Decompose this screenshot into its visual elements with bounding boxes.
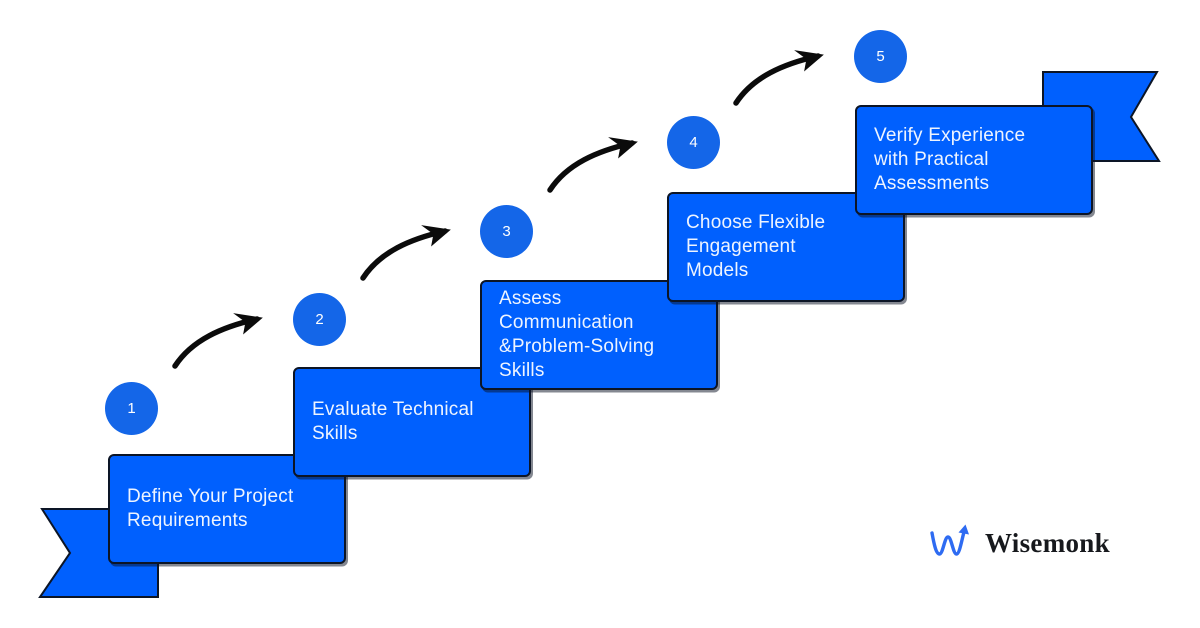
step-label-2: Evaluate Technical Skills (312, 399, 474, 444)
wisemonk-logo-text: Wisemonk (985, 527, 1110, 558)
wisemonk-logo: Wisemonk (928, 524, 1110, 562)
step-box-1: Define Your Project Requirements (108, 454, 346, 564)
step-box-5: Verify Experience with Practical Assessm… (855, 105, 1093, 215)
step-number-5: 5 (876, 48, 885, 65)
step-number-3: 3 (502, 223, 511, 240)
step-label-4: Choose Flexible Engagement Models (686, 212, 826, 281)
wisemonk-logo-icon (930, 524, 969, 556)
step-circle-3: 3 (480, 205, 533, 258)
step-circle-5: 5 (854, 30, 907, 83)
curved-arrow-2-3 (360, 225, 451, 281)
curved-arrow-3-4 (547, 137, 638, 193)
step-label-1: Define Your Project Requirements (127, 486, 294, 531)
step-label-3: Assess Communication &Problem-Solving Sk… (499, 288, 655, 381)
step-circle-1: 1 (105, 382, 158, 435)
step-number-2: 2 (315, 311, 324, 328)
step-box-2: Evaluate Technical Skills (293, 367, 531, 477)
step-number-1: 1 (127, 400, 136, 417)
step-circle-2: 2 (293, 293, 346, 346)
step-number-4: 4 (689, 134, 698, 151)
step-label-5: Verify Experience with Practical Assessm… (874, 125, 1026, 194)
curved-arrow-1-2 (172, 313, 263, 369)
curved-arrow-4-5 (733, 50, 824, 106)
step-circle-4: 4 (667, 116, 720, 169)
step-box-3: Assess Communication &Problem-Solving Sk… (480, 280, 718, 390)
